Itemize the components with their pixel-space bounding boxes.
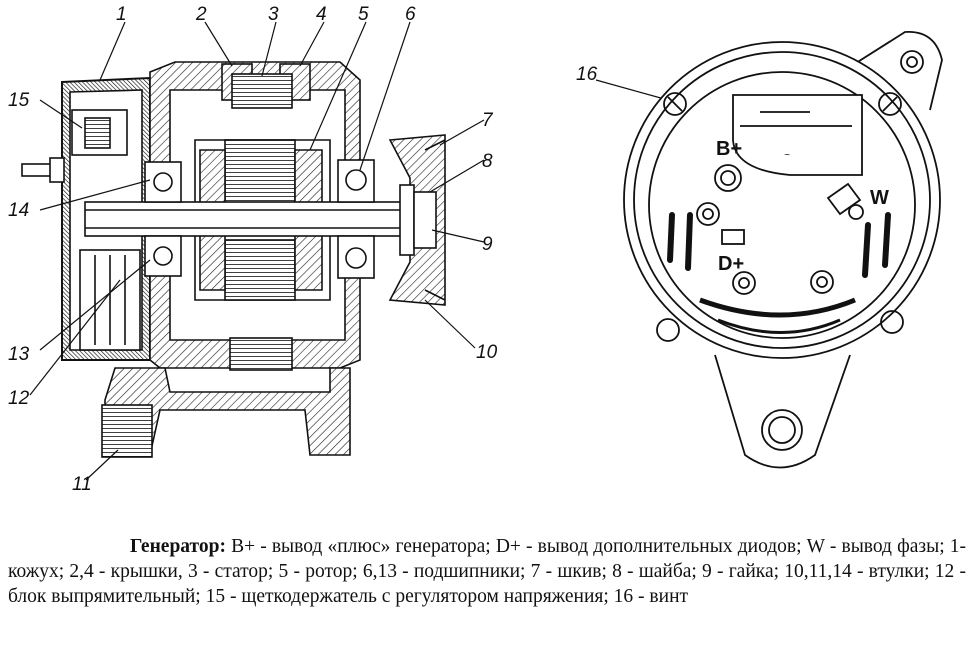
terminal-d-plus [721,229,745,245]
callout-15: 15 [8,90,30,111]
stator-bottom [229,337,293,371]
caption-title: Генератор: [130,536,226,557]
terminal-b-plus [714,164,742,192]
label-b-plus: B+ [716,138,742,160]
screw-right [878,92,902,116]
callout-1: 1 [116,4,127,25]
callouts-section: 1 2 3 4 5 6 7 8 9 10 11 12 13 14 15 16 [8,4,598,495]
callout-14: 14 [8,200,29,221]
callout-16: 16 [576,64,598,85]
callout-9: 9 [482,234,493,255]
callout-11: 11 [72,474,92,495]
callout-4: 4 [316,4,327,25]
mount-hole [761,409,803,451]
nut-9 [413,191,437,249]
bearing-6 [337,159,375,203]
mounting-ear-bottom [714,354,851,469]
callout-7: 7 [482,110,494,131]
shaft [84,201,431,237]
label-d-plus: D+ [718,253,744,275]
label-w: W [870,187,889,209]
figure-caption: Генератор: B+ - вывод «плюс» генератора;… [8,534,966,609]
callout-13: 13 [8,344,30,365]
callout-3: 3 [268,4,279,25]
alternator-figure: 1 2 3 4 5 6 7 8 9 10 11 12 13 14 15 16 [8,4,943,495]
callout-12: 12 [8,388,30,409]
screw-16-left [663,92,687,116]
stator-top [231,73,293,109]
end-view: ~ [623,31,943,469]
callout-5: 5 [358,4,369,25]
mounting-ear-top [844,31,943,111]
callout-8: 8 [482,151,493,172]
callout-10: 10 [476,342,498,363]
callout-6: 6 [405,4,416,25]
bearing-13 [144,161,182,203]
bushing-11 [101,404,153,458]
terminal-labels: B+ D+ W [716,138,889,275]
leader-lines [29,21,669,481]
washer-8 [399,184,415,256]
section-view [21,61,446,458]
regulator-plate [732,94,863,176]
regulator-logo: ~ [784,150,790,161]
caption-text: B+ - вывод «плюс» генератора; D+ - вывод… [8,536,966,607]
callout-2: 2 [195,4,207,25]
terminal-w [826,182,862,216]
